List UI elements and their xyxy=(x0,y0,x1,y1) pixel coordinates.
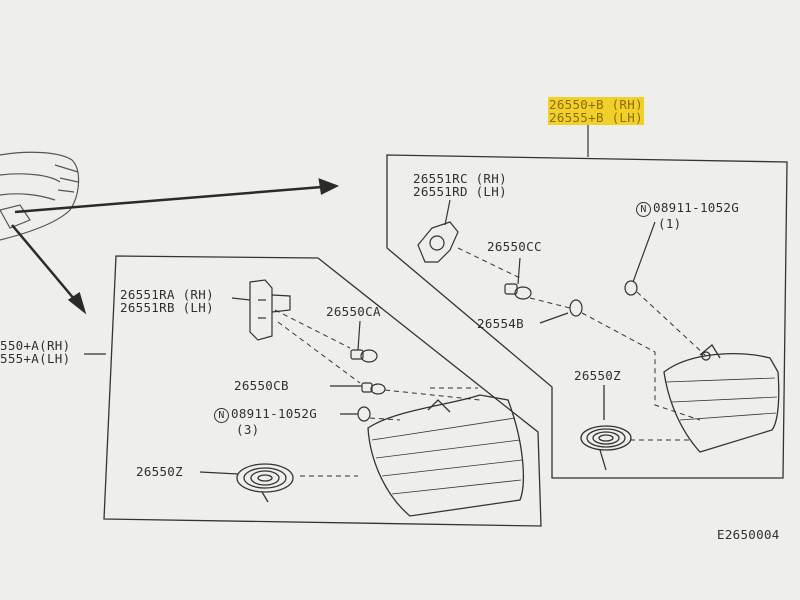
right-tail-lamp-icon xyxy=(663,344,780,453)
top-assembly-part-lh: 26555+B (LH) xyxy=(548,110,644,125)
left-box xyxy=(103,255,542,527)
bulb-cc-icon xyxy=(504,257,532,300)
vehicle-rear-sketch xyxy=(0,151,80,241)
nut-right-code: 08911-1052G xyxy=(653,200,740,215)
left-tail-lamp-icon xyxy=(367,394,524,517)
bulb-cb-icon xyxy=(330,382,386,395)
left-assembly-label: 550+A(RH) 555+A(LH) xyxy=(0,339,70,365)
harness-right-icon xyxy=(580,385,632,471)
left-assembly-part-lh: 555+A(LH) xyxy=(0,351,71,366)
nut-left-qty: (3) xyxy=(236,422,260,437)
grommet-label: 26554B xyxy=(477,316,524,331)
harness-left-label: 26550Z xyxy=(136,464,183,479)
harness-left-icon xyxy=(199,463,294,503)
socket-right-label: 26551RC (RH) 26551RD (LH) xyxy=(413,172,507,198)
pointer-arrows xyxy=(11,178,340,315)
n-circle-icon: N xyxy=(636,202,651,217)
left-assembly-part-rh: 550+A(RH) xyxy=(0,338,71,353)
nut-right-icon xyxy=(624,221,656,296)
socket-right-part-rh: 26551RC (RH) xyxy=(413,171,507,186)
top-assembly-label: 26550+B (RH) 26555+B (LH) xyxy=(548,97,644,125)
nut-left-icon xyxy=(340,406,371,422)
nut-right-qty: (1) xyxy=(658,216,682,231)
socket-left-label: 26551RA (RH) 26551RB (LH) xyxy=(120,288,214,314)
socket-right-icon xyxy=(417,199,459,263)
nut-left-code: 08911-1052G xyxy=(231,406,318,421)
bulb-ca-icon xyxy=(350,320,378,363)
bulb-ca-label: 26550CA xyxy=(326,304,381,319)
socket-right-part-lh: 26551RD (LH) xyxy=(413,184,507,199)
bulb-cb-label: 26550CB xyxy=(234,378,289,393)
socket-left-icon xyxy=(231,279,291,341)
socket-left-part-lh: 26551RB (LH) xyxy=(120,300,214,315)
harness-right-label: 26550Z xyxy=(574,368,621,383)
socket-left-part-rh: 26551RA (RH) xyxy=(120,287,214,302)
figure-code: E2650004 xyxy=(717,527,780,542)
grommet-icon xyxy=(539,299,583,324)
n-circle-icon: N xyxy=(214,408,229,423)
right-box xyxy=(386,154,788,479)
top-assembly-part-rh: 26550+B (RH) xyxy=(548,97,644,112)
bulb-cc-label: 26550CC xyxy=(487,239,542,254)
